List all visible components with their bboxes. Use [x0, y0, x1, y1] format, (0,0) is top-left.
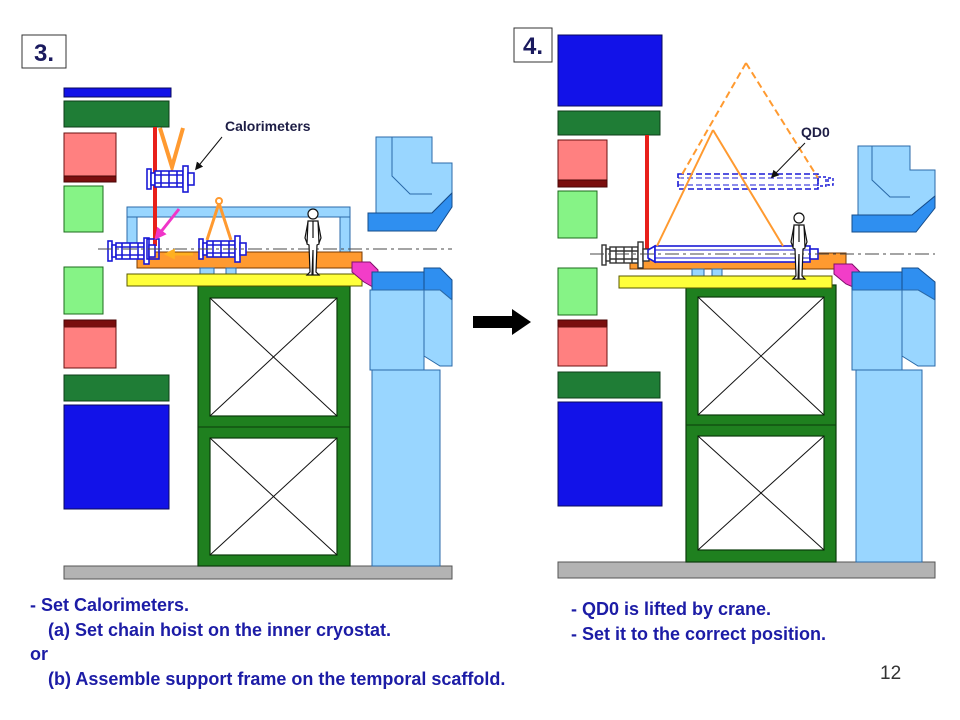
magnet-blue-top: [63, 87, 172, 98]
step-4-label: 4.: [523, 33, 543, 60]
support-frame: [126, 206, 351, 253]
detector-upper-block: [857, 145, 936, 216]
yellow-platform: [618, 275, 833, 289]
panel-3: 3.: [21, 34, 453, 580]
callout-pointer: [194, 136, 223, 171]
crane-sling-final: [712, 129, 784, 247]
support-frame-top: [126, 206, 351, 218]
beam-support-block: [225, 267, 237, 275]
crane-sling-lifted: [679, 62, 747, 179]
detector-blue-band: [367, 191, 453, 232]
panel-3-notes: - Set Calorimeters. (a) Set chain hoist …: [30, 595, 505, 689]
note-line: - Set Calorimeters.: [30, 595, 189, 615]
magnet-blue-bottom: [557, 401, 663, 507]
magnet-stack-left: [63, 87, 172, 510]
label-frame: [513, 27, 553, 63]
magnet-pink-lower: [557, 326, 608, 367]
magnet-pink-upper: [63, 132, 117, 177]
calorimeters-callout: Calorimeters: [225, 118, 311, 134]
note-line: (b) Assemble support frame on the tempor…: [48, 669, 505, 689]
qd0-ghost-end: [827, 177, 834, 186]
magnet-lightgreen-lower: [63, 266, 104, 315]
detector-mid-wedge: [423, 289, 453, 367]
brace: [697, 296, 825, 416]
panel-4-notes: - QD0 is lifted by crane. - Set it to th…: [571, 599, 826, 644]
page-number: 12: [880, 663, 901, 684]
callout-pointer: [770, 142, 806, 179]
note-line: - Set it to the correct position.: [571, 624, 826, 644]
yellow-platform: [126, 273, 363, 287]
magnet-red-band-upper: [63, 175, 117, 183]
panel-4: 4.: [513, 27, 936, 579]
detector-edge-line: [391, 137, 432, 195]
note-line: or: [30, 644, 48, 664]
magnet-stack-left: [557, 34, 663, 507]
support-frame-right-post: [339, 216, 351, 253]
crane-sling-final: [656, 129, 714, 247]
detector-blue-lower-band: [371, 271, 425, 291]
magnet-lightgreen-lower: [557, 267, 598, 316]
magnet-green-lower: [63, 374, 170, 402]
beam-support-block: [199, 267, 215, 275]
detector-lower-column: [855, 369, 923, 563]
qd0-callout: QD0: [801, 124, 830, 140]
magnet-red-band-upper: [557, 179, 608, 188]
hoist-sling: [158, 127, 185, 175]
brace: [209, 437, 338, 556]
calorimeter-installed: [601, 241, 650, 269]
qd0-final-position: [647, 244, 819, 264]
floor: [557, 561, 936, 579]
detector-blue-lower-band: [851, 271, 903, 291]
detector-blue-band: [851, 194, 936, 233]
note-line: - QD0 is lifted by crane.: [571, 599, 771, 619]
detector-mid-block: [851, 289, 903, 371]
step-3-label: 3.: [34, 40, 54, 67]
step-4-label-box: 4.: [513, 27, 553, 63]
detector-mid-block: [369, 289, 425, 371]
step-3-label-box: 3.: [21, 34, 67, 69]
qd0-lifted-ghost: [677, 173, 834, 190]
detector-right: [851, 145, 936, 563]
right-arrow-icon: [473, 309, 531, 335]
detector-mid-wedge: [901, 289, 936, 367]
magnet-green-upper: [63, 100, 170, 128]
magnet-lightgreen-upper: [557, 190, 598, 239]
detector-lower-column: [371, 369, 441, 567]
magnet-lightgreen-upper: [63, 185, 104, 233]
magnet-red-band-lower: [557, 319, 608, 328]
beam-support-block: [711, 268, 723, 277]
qd0-ghost-end: [817, 176, 827, 187]
magnet-green-upper: [557, 110, 661, 136]
magnet-pink-upper: [557, 139, 608, 181]
beam-support-block: [691, 268, 705, 277]
note-line: (a) Set chain hoist on the inner cryosta…: [48, 620, 391, 640]
brace: [209, 297, 338, 417]
orange-rail-beam: [136, 251, 363, 269]
brace: [697, 435, 825, 551]
floor: [63, 565, 453, 580]
magnet-blue-top: [557, 34, 663, 107]
detector-upper-block: [375, 136, 453, 214]
magnet-blue-bottom: [63, 404, 170, 510]
magnet-green-lower: [557, 371, 661, 399]
down-left-arrow-icon: [154, 208, 181, 240]
detector-right: [367, 136, 453, 567]
scaffold-tower: [685, 284, 837, 563]
hook-icon: [215, 197, 223, 205]
magnet-pink-lower: [63, 326, 117, 369]
label-frame: [21, 34, 67, 69]
crane-sling-lifted: [745, 62, 819, 179]
detector-edge-line: [871, 146, 910, 198]
magnet-red-band-lower: [63, 319, 117, 328]
scaffold-tower: [197, 285, 351, 567]
